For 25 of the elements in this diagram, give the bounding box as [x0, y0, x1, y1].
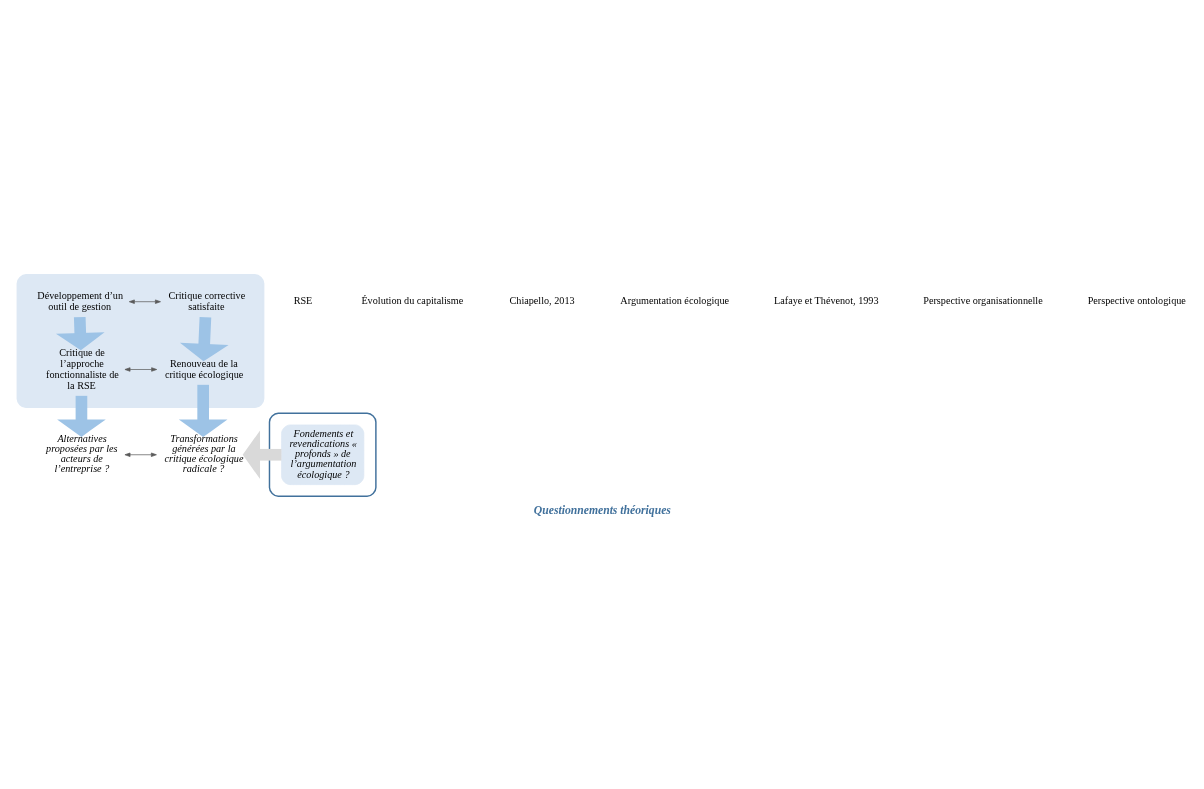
caption: Questionnements théoriques — [533, 503, 671, 517]
arrow — [179, 316, 229, 361]
arrow — [55, 316, 105, 350]
node-text: Alternatives proposées par les acteurs de l’entreprise ? — [46, 432, 118, 474]
arrow — [57, 395, 106, 437]
label: Évolution du capitalisme — [361, 294, 464, 306]
cluster — [16, 273, 265, 408]
cluster — [268, 412, 377, 497]
label: Perspective ontologique — [1087, 294, 1186, 306]
label: Argumentation écologique — [620, 294, 730, 306]
label: Lafaye et Thévenot, 1993 — [774, 294, 879, 306]
node-text: Critique de l’approche fonctionnaliste de la RSE — [46, 346, 119, 391]
arrow — [124, 366, 158, 372]
label: RSE — [293, 294, 313, 306]
node-text: Développement d’un outil de gestion — [37, 289, 124, 312]
node-text: Critique corrective satisfaite — [168, 289, 246, 312]
node-text: Renouveau de la critique écologique — [164, 357, 244, 380]
arrow — [178, 384, 228, 437]
arrow — [242, 429, 282, 479]
arrow — [128, 299, 161, 304]
node-box: Fondements et revendications « profonds » de l’argumentation écologique ? — [281, 424, 365, 485]
arrow — [124, 452, 157, 457]
label: Chiapello, 2013 — [509, 294, 575, 306]
node-text: Transformations générées par la critique écologique radicale ? — [164, 432, 244, 474]
label: Perspective organisationnelle — [923, 294, 1043, 306]
